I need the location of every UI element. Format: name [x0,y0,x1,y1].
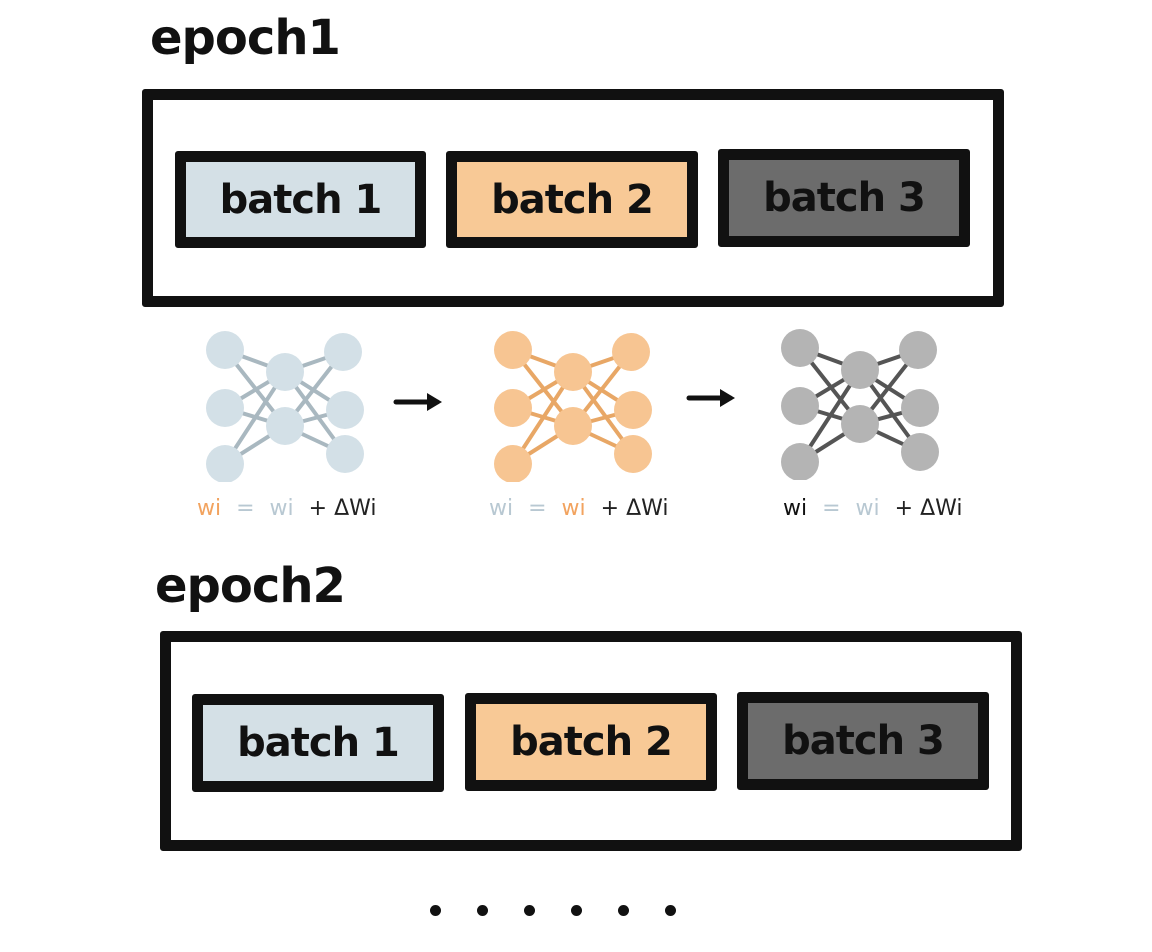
epoch2-batch1: batch 1 [192,694,444,792]
formula-equals: = [236,496,255,521]
ellipsis-dot [524,905,535,916]
formula-equals: = [528,496,547,521]
network-node [206,389,244,427]
network-node [326,435,364,473]
network-node [206,331,244,369]
epoch1-batch1: batch 1 [175,151,426,248]
batch-label: batch 3 [763,175,926,221]
network-node [781,387,819,425]
network-node [781,443,819,480]
network-node [901,389,939,427]
network-node [781,329,819,367]
network-node [324,333,362,371]
batch-label: batch 2 [491,176,654,223]
formula-lhs: wi [489,496,514,521]
network-node [554,353,592,391]
network-node [326,391,364,429]
batch-label: batch 3 [782,718,945,764]
ellipsis-dot [665,905,676,916]
update-formula-2: wi = wi + ΔWi [489,496,677,521]
batch-label: batch 1 [219,176,383,223]
network-2-diagram [494,331,652,482]
network-node [899,331,937,369]
epoch2-batch3: batch 3 [737,692,989,790]
formula-lhs: wi [783,496,808,521]
update-formula-3: wi = wi + ΔWi [783,496,971,521]
update-formula-1: wi = wi + ΔWi [197,496,385,521]
network-node [266,353,304,391]
epoch1-title: epoch1 [150,10,341,66]
continuation-ellipsis: ...... [430,905,676,916]
network-node [901,433,939,471]
network-1-diagram [206,331,364,482]
batch-label: batch 1 [237,720,400,766]
formula-rhs: wi [561,496,586,521]
network-node [206,445,244,482]
formula-equals: = [822,496,841,521]
epoch1-batch3: batch 3 [718,149,970,247]
formula-delta: + ΔWi [600,496,669,521]
network-node [494,389,532,427]
epoch2-batch2: batch 2 [465,693,717,791]
ellipsis-dot [430,905,441,916]
network-node [494,445,532,482]
batch-label: batch 2 [510,719,673,765]
epoch2-title: epoch2 [155,558,346,614]
network-node [841,405,879,443]
formula-rhs: wi [269,496,294,521]
arrow-right-icon [686,389,735,407]
formula-delta: + ΔWi [308,496,377,521]
formula-lhs: wi [197,496,222,521]
network-node [612,333,650,371]
network-node [614,391,652,429]
formula-delta: + ΔWi [894,496,963,521]
network-node [494,331,532,369]
network-3-diagram [781,329,939,480]
arrow-right-icon [393,393,442,411]
formula-rhs: wi [855,496,880,521]
network-node [614,435,652,473]
network-node [266,407,304,445]
ellipsis-dot [477,905,488,916]
ellipsis-dot [618,905,629,916]
ellipsis-dot [571,905,582,916]
epoch1-batch2: batch 2 [446,151,698,248]
network-node [841,351,879,389]
network-node [554,407,592,445]
